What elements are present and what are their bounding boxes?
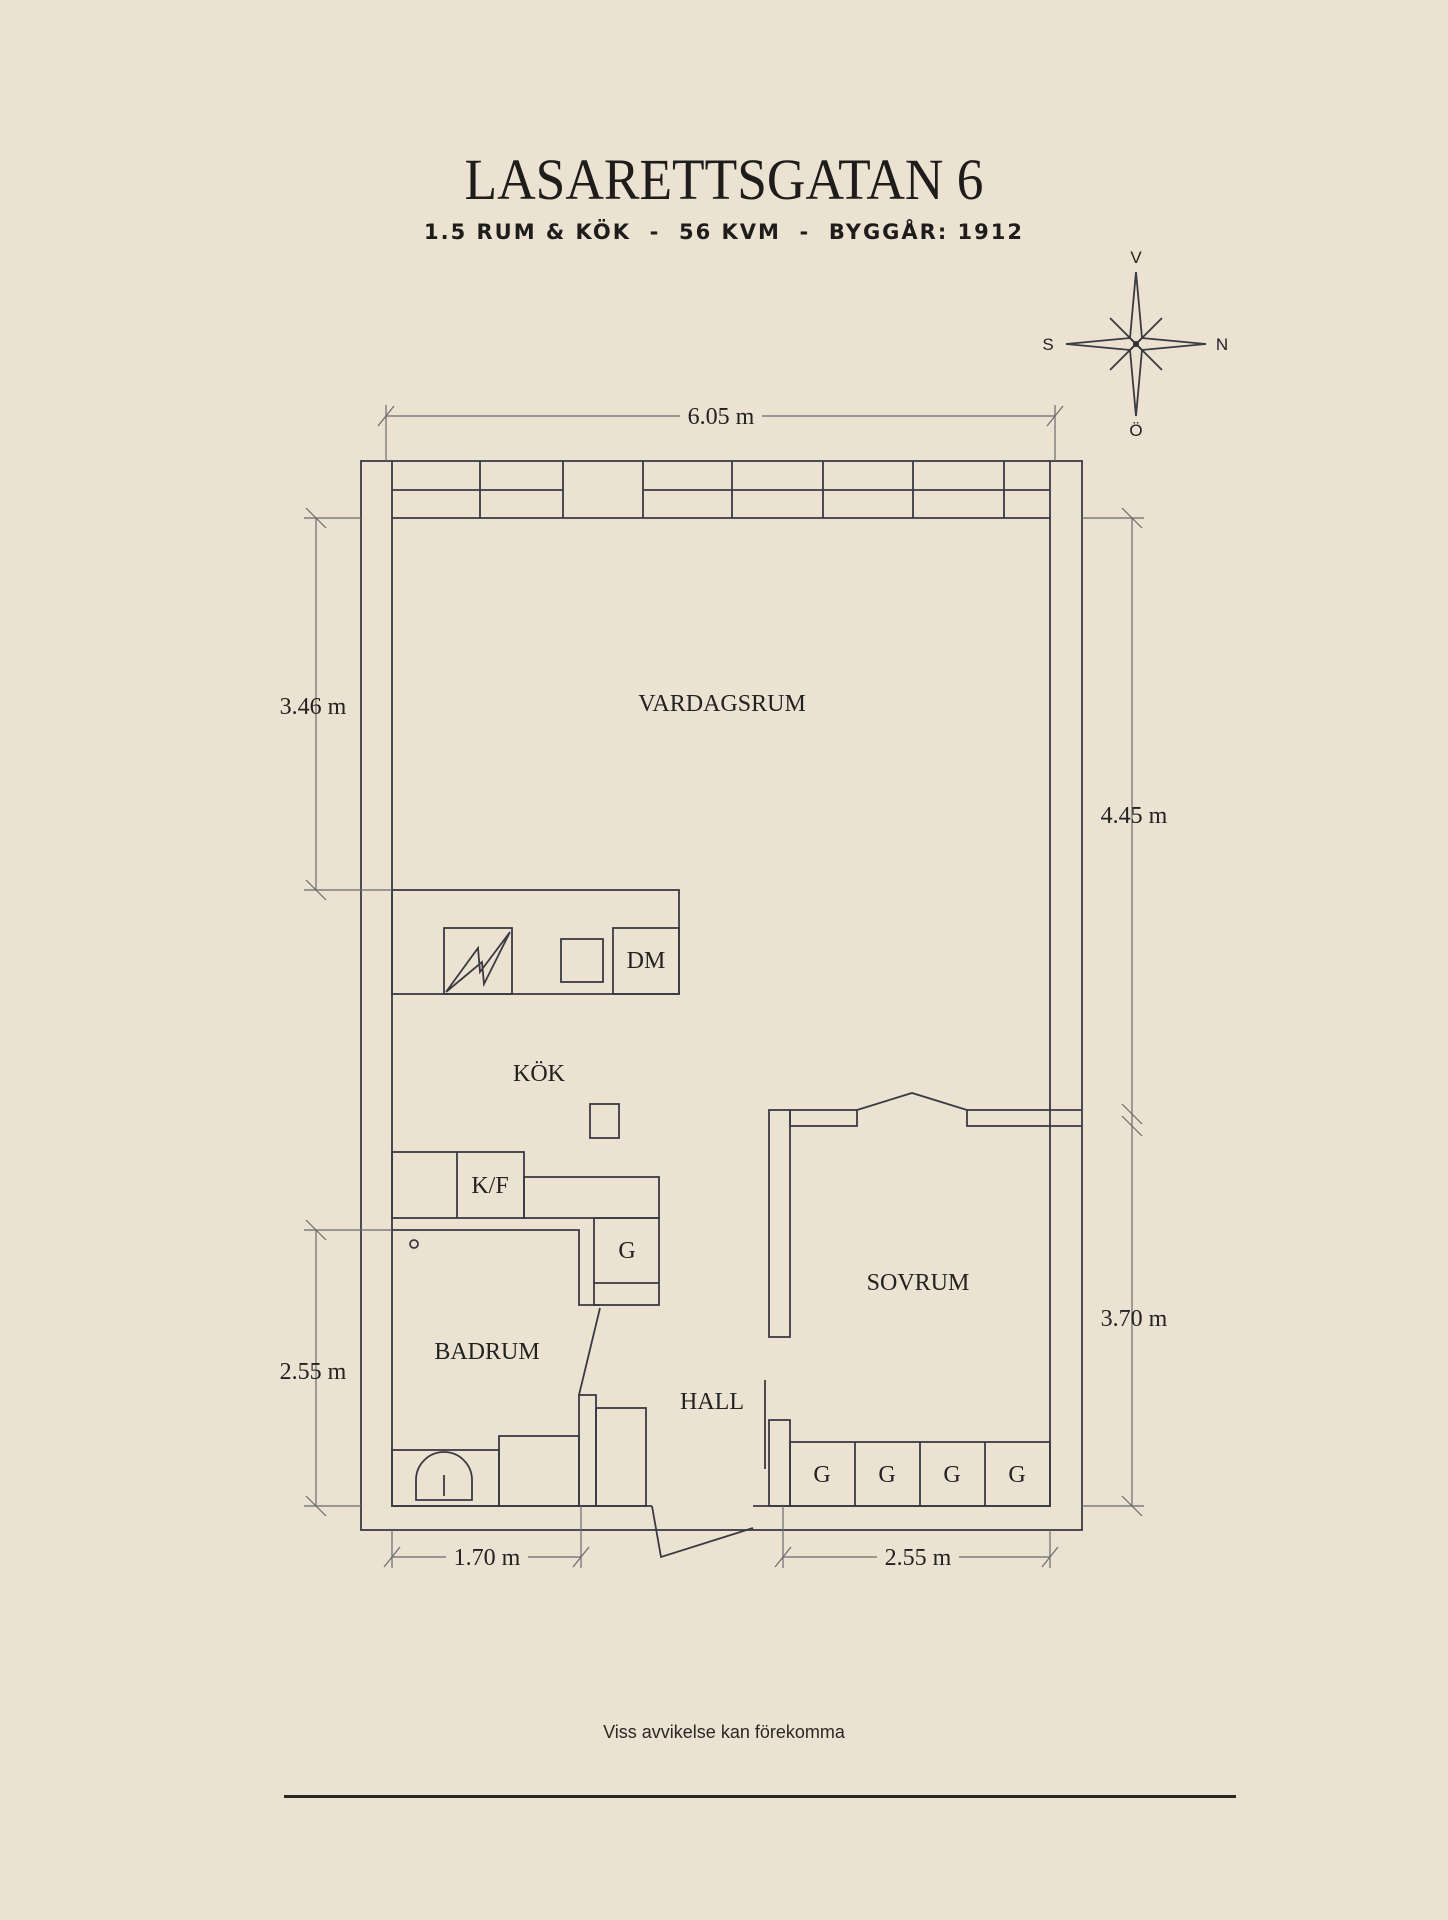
wardrobe-label: G bbox=[878, 1462, 895, 1488]
wardrobe-label: G bbox=[618, 1238, 635, 1264]
compass-east-label: Ö bbox=[1129, 421, 1142, 440]
compass-south-label: S bbox=[1042, 335, 1053, 354]
dimension-left-lower: 2.55 m bbox=[280, 1359, 347, 1385]
room-label-living: VARDAGSRUM bbox=[638, 691, 806, 717]
room-label-bedroom: SOVRUM bbox=[867, 1270, 970, 1296]
dimension-bottom-left: 1.70 m bbox=[454, 1545, 521, 1571]
fridge-freezer-label: K/F bbox=[471, 1173, 508, 1199]
balcony-door bbox=[856, 1092, 968, 1111]
fridge-counter bbox=[391, 1151, 660, 1306]
room-label-bathroom: BADRUM bbox=[434, 1339, 539, 1365]
kitchen-column bbox=[589, 1103, 620, 1139]
stove-icon bbox=[443, 927, 513, 995]
wardrobe-label: G bbox=[813, 1462, 830, 1488]
compass-rose-icon bbox=[1065, 271, 1207, 417]
entrance-door bbox=[651, 1505, 754, 1559]
bedroom-walls bbox=[651, 1092, 1051, 1559]
compass-north-label: N bbox=[1216, 335, 1228, 354]
page-subtitle: 1.5 RUM & KÖK - 56 KVM - BYGGÅR: 1912 bbox=[423, 220, 1025, 244]
dimension-left-upper: 3.46 m bbox=[280, 694, 347, 720]
shower-icon bbox=[409, 1239, 419, 1249]
washbasin-icon bbox=[415, 1451, 473, 1501]
disclaimer-text: Viss avvikelse kan förekomma bbox=[603, 1722, 845, 1742]
windows-top bbox=[391, 461, 1051, 518]
compass-west-label: V bbox=[1130, 248, 1142, 267]
room-label-kitchen: KÖK bbox=[513, 1061, 566, 1087]
bathroom-walls bbox=[391, 1229, 647, 1507]
kitchen-counter bbox=[391, 889, 680, 995]
footer-divider bbox=[284, 1795, 1236, 1798]
wardrobe-label: G bbox=[1008, 1462, 1025, 1488]
sink-icon bbox=[560, 938, 604, 983]
dimension-right-upper: 4.45 m bbox=[1101, 803, 1168, 829]
page-title: LASARETTSGATAN 6 bbox=[464, 147, 984, 212]
dimension-bottom-right: 2.55 m bbox=[885, 1545, 952, 1571]
dimension-top-width: 6.05 m bbox=[688, 404, 755, 430]
wardrobe-label: G bbox=[943, 1462, 960, 1488]
dimension-right-lower: 3.70 m bbox=[1101, 1306, 1168, 1332]
outer-walls bbox=[360, 460, 1083, 1531]
room-label-hall: HALL bbox=[680, 1389, 744, 1415]
dishwasher-label: DM bbox=[627, 948, 666, 974]
